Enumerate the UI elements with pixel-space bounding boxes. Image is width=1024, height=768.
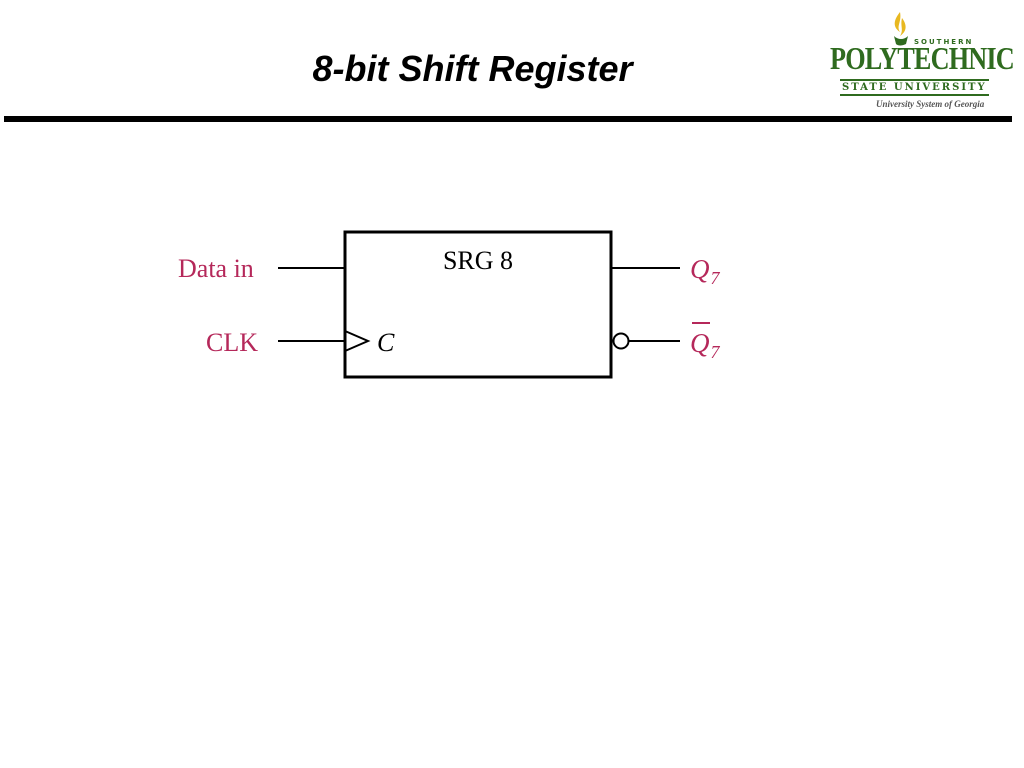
- clock-triangle-icon: [344, 330, 371, 352]
- title-divider: [4, 116, 1012, 122]
- logo-system-text: University System of Georgia: [876, 99, 985, 109]
- clock-pin-label: C: [377, 328, 395, 357]
- clk-label: CLK: [206, 328, 258, 357]
- logo-polytechnic-text: POLYTECHNIC: [830, 40, 1015, 76]
- slide-title: 8-bit Shift Register: [312, 48, 633, 89]
- q7-label: Q7: [690, 254, 721, 288]
- inversion-bubble-icon: [612, 332, 630, 350]
- university-logo: SOUTHERN POLYTECHNIC STATE UNIVERSITY Un…: [826, 10, 1015, 110]
- logo-southern-text: SOUTHERN: [914, 38, 974, 46]
- data-in-label: Data in: [178, 254, 254, 283]
- srg8-block: [343, 230, 613, 379]
- flame-icon: [894, 12, 908, 46]
- q7-bar-label: Q7: [690, 328, 721, 362]
- logo-state-university-text: STATE UNIVERSITY: [840, 79, 989, 96]
- block-label: SRG 8: [443, 246, 513, 275]
